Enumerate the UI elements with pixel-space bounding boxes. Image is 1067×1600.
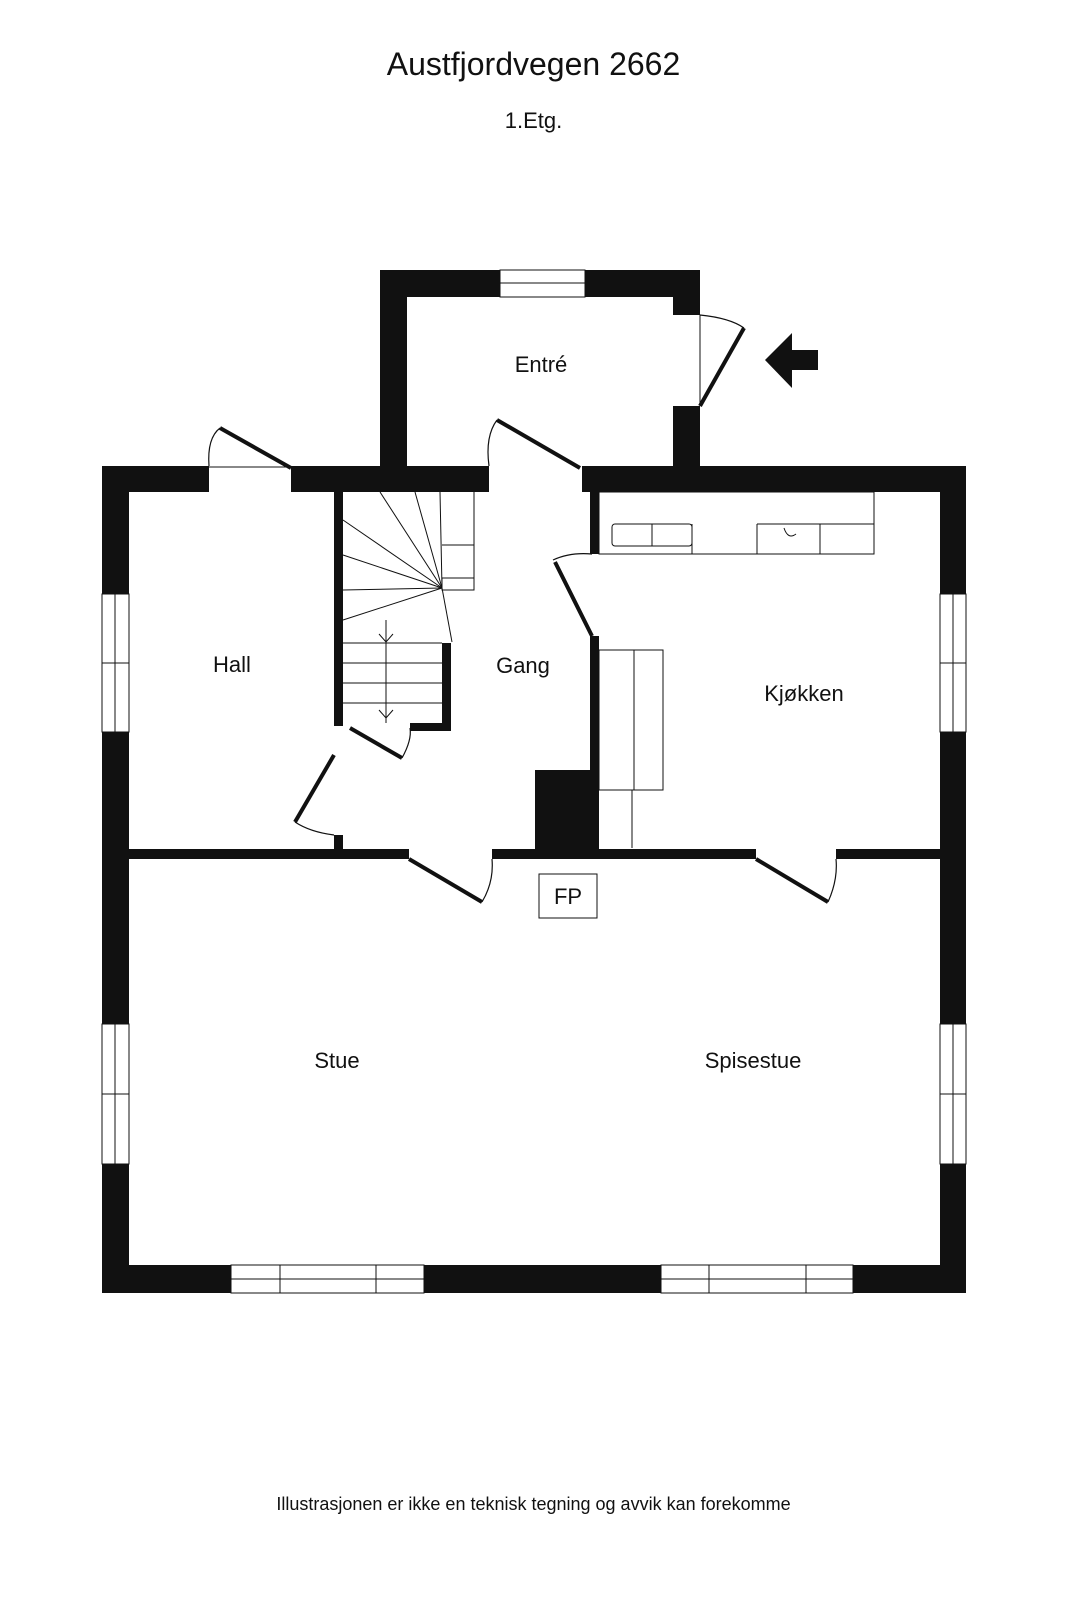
plan-title: Austfjordvegen 2662 <box>386 46 681 82</box>
exterior-walls <box>102 270 966 1293</box>
room-label-kjokken: Kjøkken <box>764 681 843 706</box>
windows <box>101 269 967 1294</box>
room-label-stue: Stue <box>314 1048 359 1073</box>
disclaimer-text: Illustrasjonen er ikke en teknisk tegnin… <box>276 1494 791 1514</box>
floor-label: 1.Etg. <box>504 108 563 133</box>
kitchen-counters <box>598 491 875 848</box>
room-label-spisestue: Spisestue <box>705 1048 802 1073</box>
interior-walls <box>129 492 940 859</box>
room-label-entre: Entré <box>515 352 568 377</box>
room-label-hall: Hall <box>213 652 251 677</box>
entrance-arrow-icon <box>765 333 818 388</box>
stairs-icon <box>342 491 475 723</box>
fireplace-label: FP <box>554 884 582 909</box>
fireplace: FP <box>538 873 598 919</box>
room-label-gang: Gang <box>496 653 550 678</box>
doors <box>208 314 837 904</box>
